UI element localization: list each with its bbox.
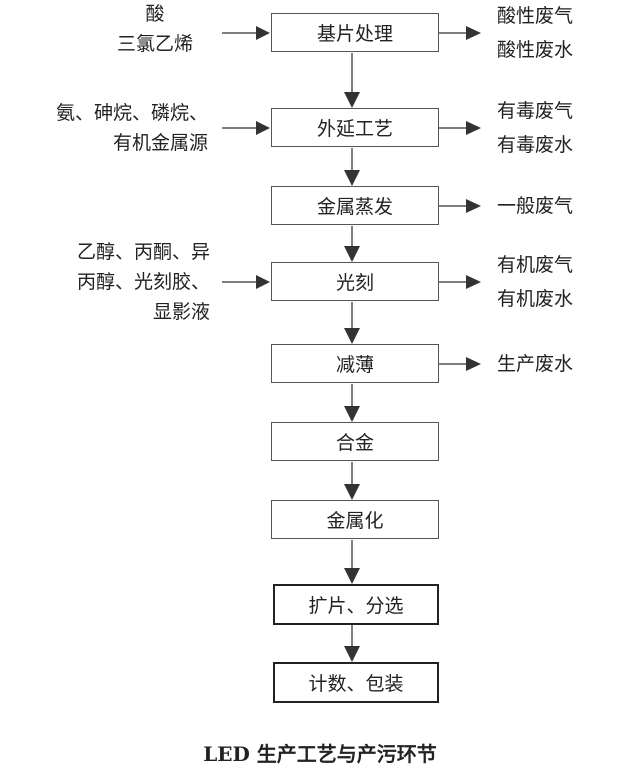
process-step-box: 外延工艺 <box>271 108 439 147</box>
down-arrowhead-icon <box>344 406 360 422</box>
process-step-box: 减薄 <box>271 344 439 383</box>
down-arrowhead-icon <box>344 568 360 584</box>
pollutant-output-line: 有毒废气 <box>497 100 574 122</box>
input-material-line: 氨、砷烷、磷烷、 <box>55 102 208 124</box>
input-materials: 乙醇、丙酮、异丙醇、光刻胶、显影液 <box>20 237 210 327</box>
input-material-line: 乙醇、丙酮、异 <box>76 241 210 263</box>
input-material-line: 酸 <box>145 3 165 25</box>
pollutant-output-line: 有机废水 <box>497 288 574 310</box>
down-arrowhead-icon <box>344 328 360 344</box>
pollutant-outputs: 有毒废气有毒废水 <box>497 94 573 162</box>
right-arrowhead-icon <box>466 26 481 40</box>
process-step-box: 计数、包装 <box>273 662 439 703</box>
down-arrowhead-icon <box>344 246 360 262</box>
right-arrowhead-icon <box>466 121 481 135</box>
down-arrowhead-icon <box>344 646 360 662</box>
process-step-box: 合金 <box>271 422 439 461</box>
process-step-box: 基片处理 <box>271 13 439 52</box>
process-step-box: 光刻 <box>271 262 439 301</box>
down-arrowhead-icon <box>344 170 360 186</box>
input-material-line: 三氯乙烯 <box>116 33 193 55</box>
right-arrowhead-icon <box>256 275 270 289</box>
process-step-box: 金属蒸发 <box>271 186 439 225</box>
input-materials: 氨、砷烷、磷烷、有机金属源 <box>8 98 208 158</box>
process-step-box: 扩片、分选 <box>273 584 439 625</box>
input-material-line: 有机金属源 <box>112 132 208 154</box>
pollutant-outputs: 一般废气 <box>497 189 573 223</box>
input-materials: 酸三氯乙烯 <box>100 0 210 59</box>
right-arrowhead-icon <box>466 199 481 213</box>
right-arrowhead-icon <box>256 26 270 40</box>
input-material-line: 显影液 <box>152 301 210 323</box>
right-arrowhead-icon <box>466 275 481 289</box>
pollutant-output-line: 酸性废水 <box>497 39 574 61</box>
diagram-caption: LED 生产工艺与产污环节 <box>203 742 437 766</box>
pollutant-output-line: 生产废水 <box>497 353 574 375</box>
pollutant-outputs: 有机废气有机废水 <box>497 248 573 316</box>
down-arrowhead-icon <box>344 92 360 108</box>
process-step-box: 金属化 <box>271 500 439 539</box>
pollutant-output-line: 一般废气 <box>497 195 574 217</box>
pollutant-outputs: 酸性废气酸性废水 <box>497 0 573 67</box>
right-arrowhead-icon <box>466 357 481 371</box>
input-material-line: 丙醇、光刻胶、 <box>76 271 210 293</box>
down-arrowhead-icon <box>344 484 360 500</box>
pollutant-output-line: 有毒废水 <box>497 134 574 156</box>
right-arrowhead-icon <box>256 121 270 135</box>
pollutant-output-line: 有机废气 <box>497 254 574 276</box>
pollutant-output-line: 酸性废气 <box>497 5 574 27</box>
pollutant-outputs: 生产废水 <box>497 347 573 381</box>
